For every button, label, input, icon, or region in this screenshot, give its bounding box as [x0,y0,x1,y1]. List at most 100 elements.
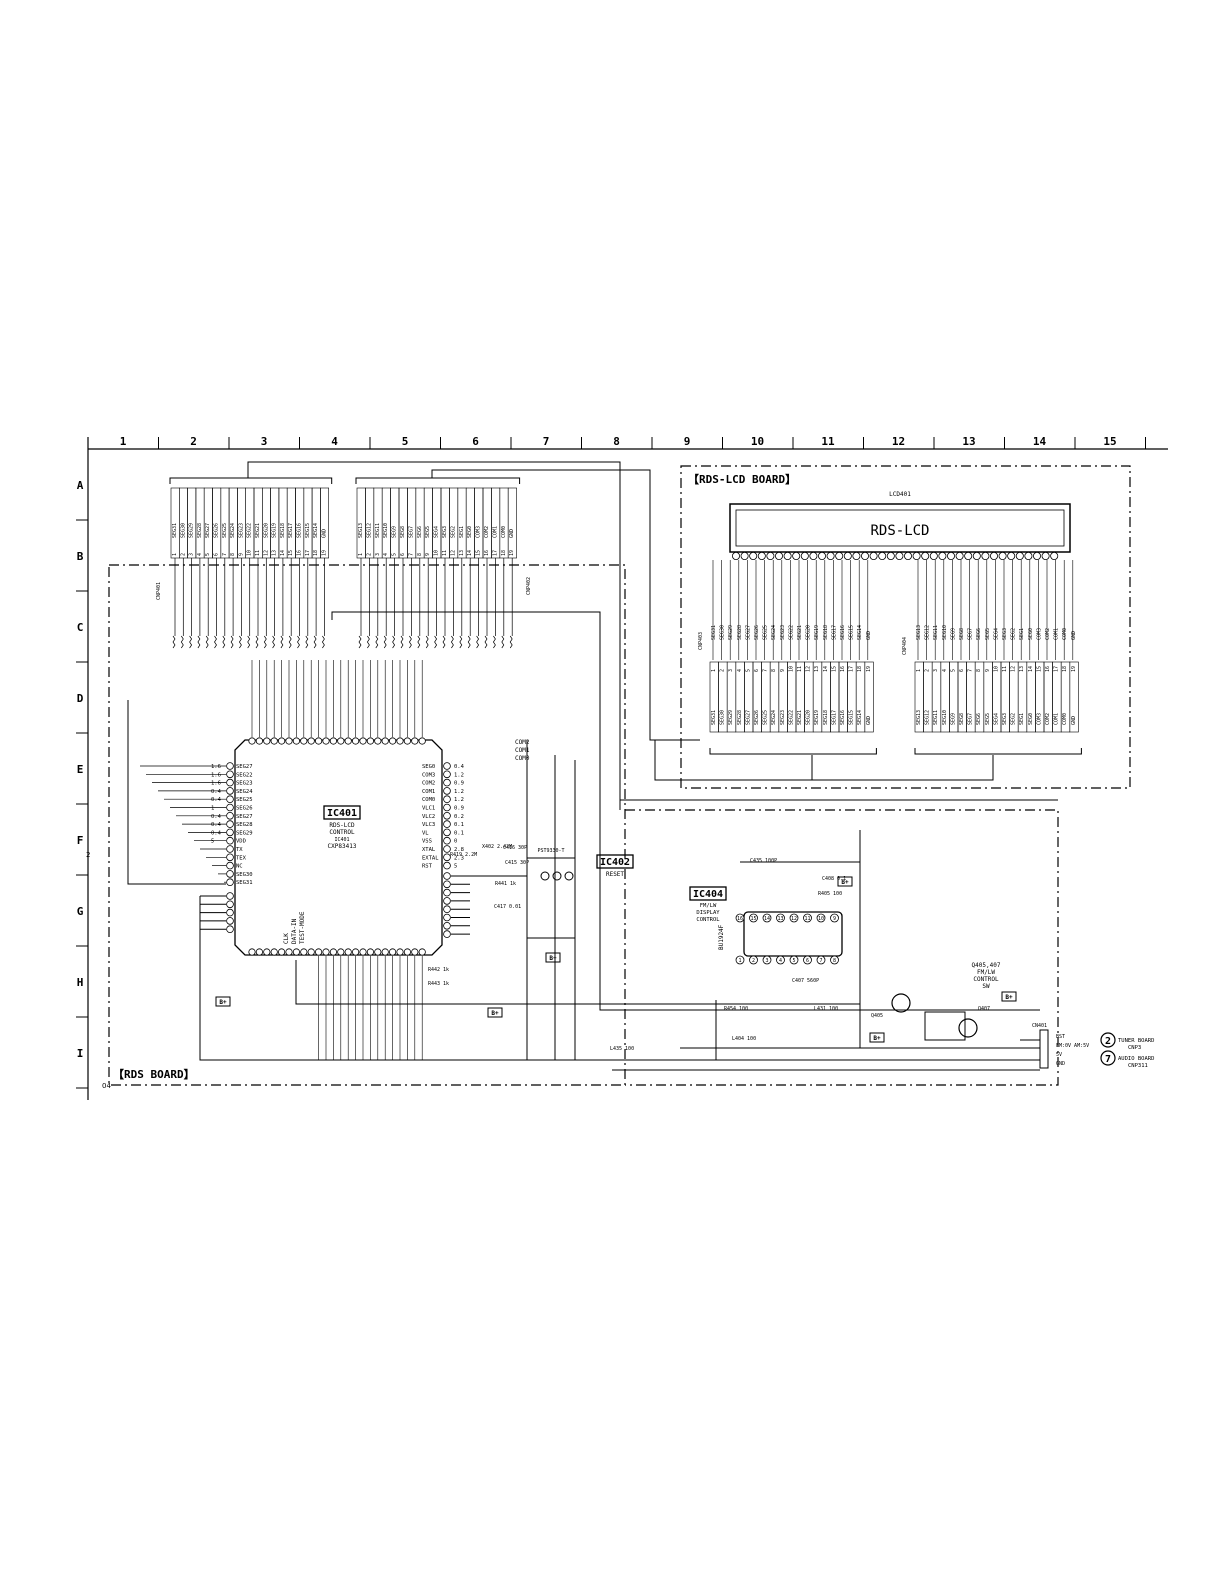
strip-pin: 9 [238,553,244,556]
ic404-pin-num: 9 [833,916,836,922]
ic404-pin-num: 4 [779,958,782,964]
col-label: 4 [331,435,338,448]
ic404-pin [735,955,745,965]
strip-resistor [375,635,379,649]
ic401-pin-extra [443,913,451,922]
lcd-strip-pin: 18 [857,666,863,672]
q405-q407: Q405,407 FM/LW CONTROL SW Q405 Q407 [871,962,1001,1041]
ic401-pin [443,778,451,787]
ic401-desc1: RDS-LCD [329,822,355,829]
data-in-label: DATA-IN [291,918,298,944]
wire [331,611,1040,1011]
lcd-strip-label: SEG3 [1002,713,1008,725]
ic402-body: PST9330-T IC402 RESET [526,848,634,939]
ic401-pin-name: VL [422,830,429,836]
lcd-strip-pin: 8 [976,669,982,672]
ic404-pin [803,955,812,965]
lcd-strip-label: COM0 [1062,713,1068,725]
strip-pin: 3 [375,553,381,556]
strip-label: SEG21 [255,523,261,538]
strip-pin: 10 [247,550,253,556]
strip-pin: 15 [476,550,482,556]
ic401-pin-volt: 2.3 [454,855,464,861]
ic401-pin [337,948,345,956]
lcd-strip-pin: 5 [950,669,956,672]
strip-resistor [467,635,471,649]
lcd-strip-label: GND [1071,716,1077,725]
lcd-strip-label: SEG7 [968,713,974,725]
wire [199,896,1040,1061]
ic401-pin [381,948,389,956]
lcd-strip-label: SEG20 [806,710,812,725]
strip-label: SEG1 [459,526,465,538]
ic401-pin [443,762,451,770]
strip-pin: 2 [180,553,186,556]
lcd-strip-pin: 15 [1036,666,1042,672]
ic401-pin [388,948,397,956]
ic401-pin [277,737,286,745]
lcd-strip-bracket [709,748,877,755]
l431-label: L431 100 [814,1006,838,1012]
ic401-pin-name: RST [422,864,433,870]
lcd-strip-label: SEG30 [720,710,726,725]
bplus-text: B+ [219,999,227,1006]
lcd-pin [809,552,818,561]
col-label: 15 [1103,435,1116,448]
strip-label: SEG10 [383,523,389,538]
cnp403-label: CNP403 [698,632,704,650]
lcd-pin [998,552,1007,561]
ic404-pin [789,955,799,965]
strip-pin: 9 [425,553,431,556]
ic401-pin-volt: 1.6 [211,772,221,778]
lcd-strip-label: SEG26 [754,710,760,725]
wire [660,755,994,781]
strip-resistor [288,635,292,649]
ic404-part: BU1924F [718,924,725,950]
cnp404-label: CNP404 [902,637,908,655]
wire [295,960,860,1005]
lcd-wire-label: SEG20 [806,625,812,640]
lcd-strip-label: SEG18 [823,710,829,725]
connector-cnp403: SEG311SEG31SEG302SEG30SEG293SEG29SEG284S… [709,560,877,755]
ic401-pin [307,737,315,745]
rds-lcd-board-label: 【RDS-LCD BOARD】 [688,473,796,486]
col-label: 14 [1033,435,1047,448]
lcd-strip-bracket [914,748,1082,755]
ic401-pin [226,853,234,862]
strip-pin: 8 [417,553,423,556]
lcd-pin [912,552,921,561]
ic401-pin [314,737,323,745]
ic401-pin [403,737,411,745]
ic401-pin [226,878,234,886]
q407-ref: Q407 [978,1006,990,1012]
lcd-strip-label: GND [866,716,872,725]
col-label: 2 [190,435,197,448]
ic401-pin-volt: 1.6 [211,764,221,770]
strip-resistor [255,635,259,649]
q-label2: FM/LW [977,969,995,976]
strip-bracket [355,477,521,484]
lcd-wire-label: SEG10 [942,625,948,640]
bplus-text: B+ [1005,994,1013,1001]
lcd-wire-label: SEG25 [763,625,769,640]
ic404-pin-num: 13 [777,916,783,922]
lcd-pin [835,552,844,561]
strip-resistor [392,635,396,649]
lcd-pin [947,552,956,561]
ic401-pin-volt: 0 [454,839,457,845]
lcd-wire-label: SEG30 [720,625,726,640]
lcd-strip-pin: 10 [993,666,999,672]
bplus-text: B+ [841,879,849,886]
lcd-strip-label: SEG9 [950,713,956,725]
ic401-pin [226,762,234,770]
lcd-wire-label: COM2 [1045,628,1051,640]
strip-pin: 5 [392,553,398,556]
strip-resistor [305,635,309,649]
lcd-pin [1024,552,1033,561]
ic401-top-pins [248,660,426,745]
lcd-pin [792,552,801,561]
ic404-pin-num: 14 [764,916,770,922]
ic401-pin-name: VDD [236,839,246,845]
strip-pin: 11 [255,550,261,556]
bplus-box [837,876,853,887]
